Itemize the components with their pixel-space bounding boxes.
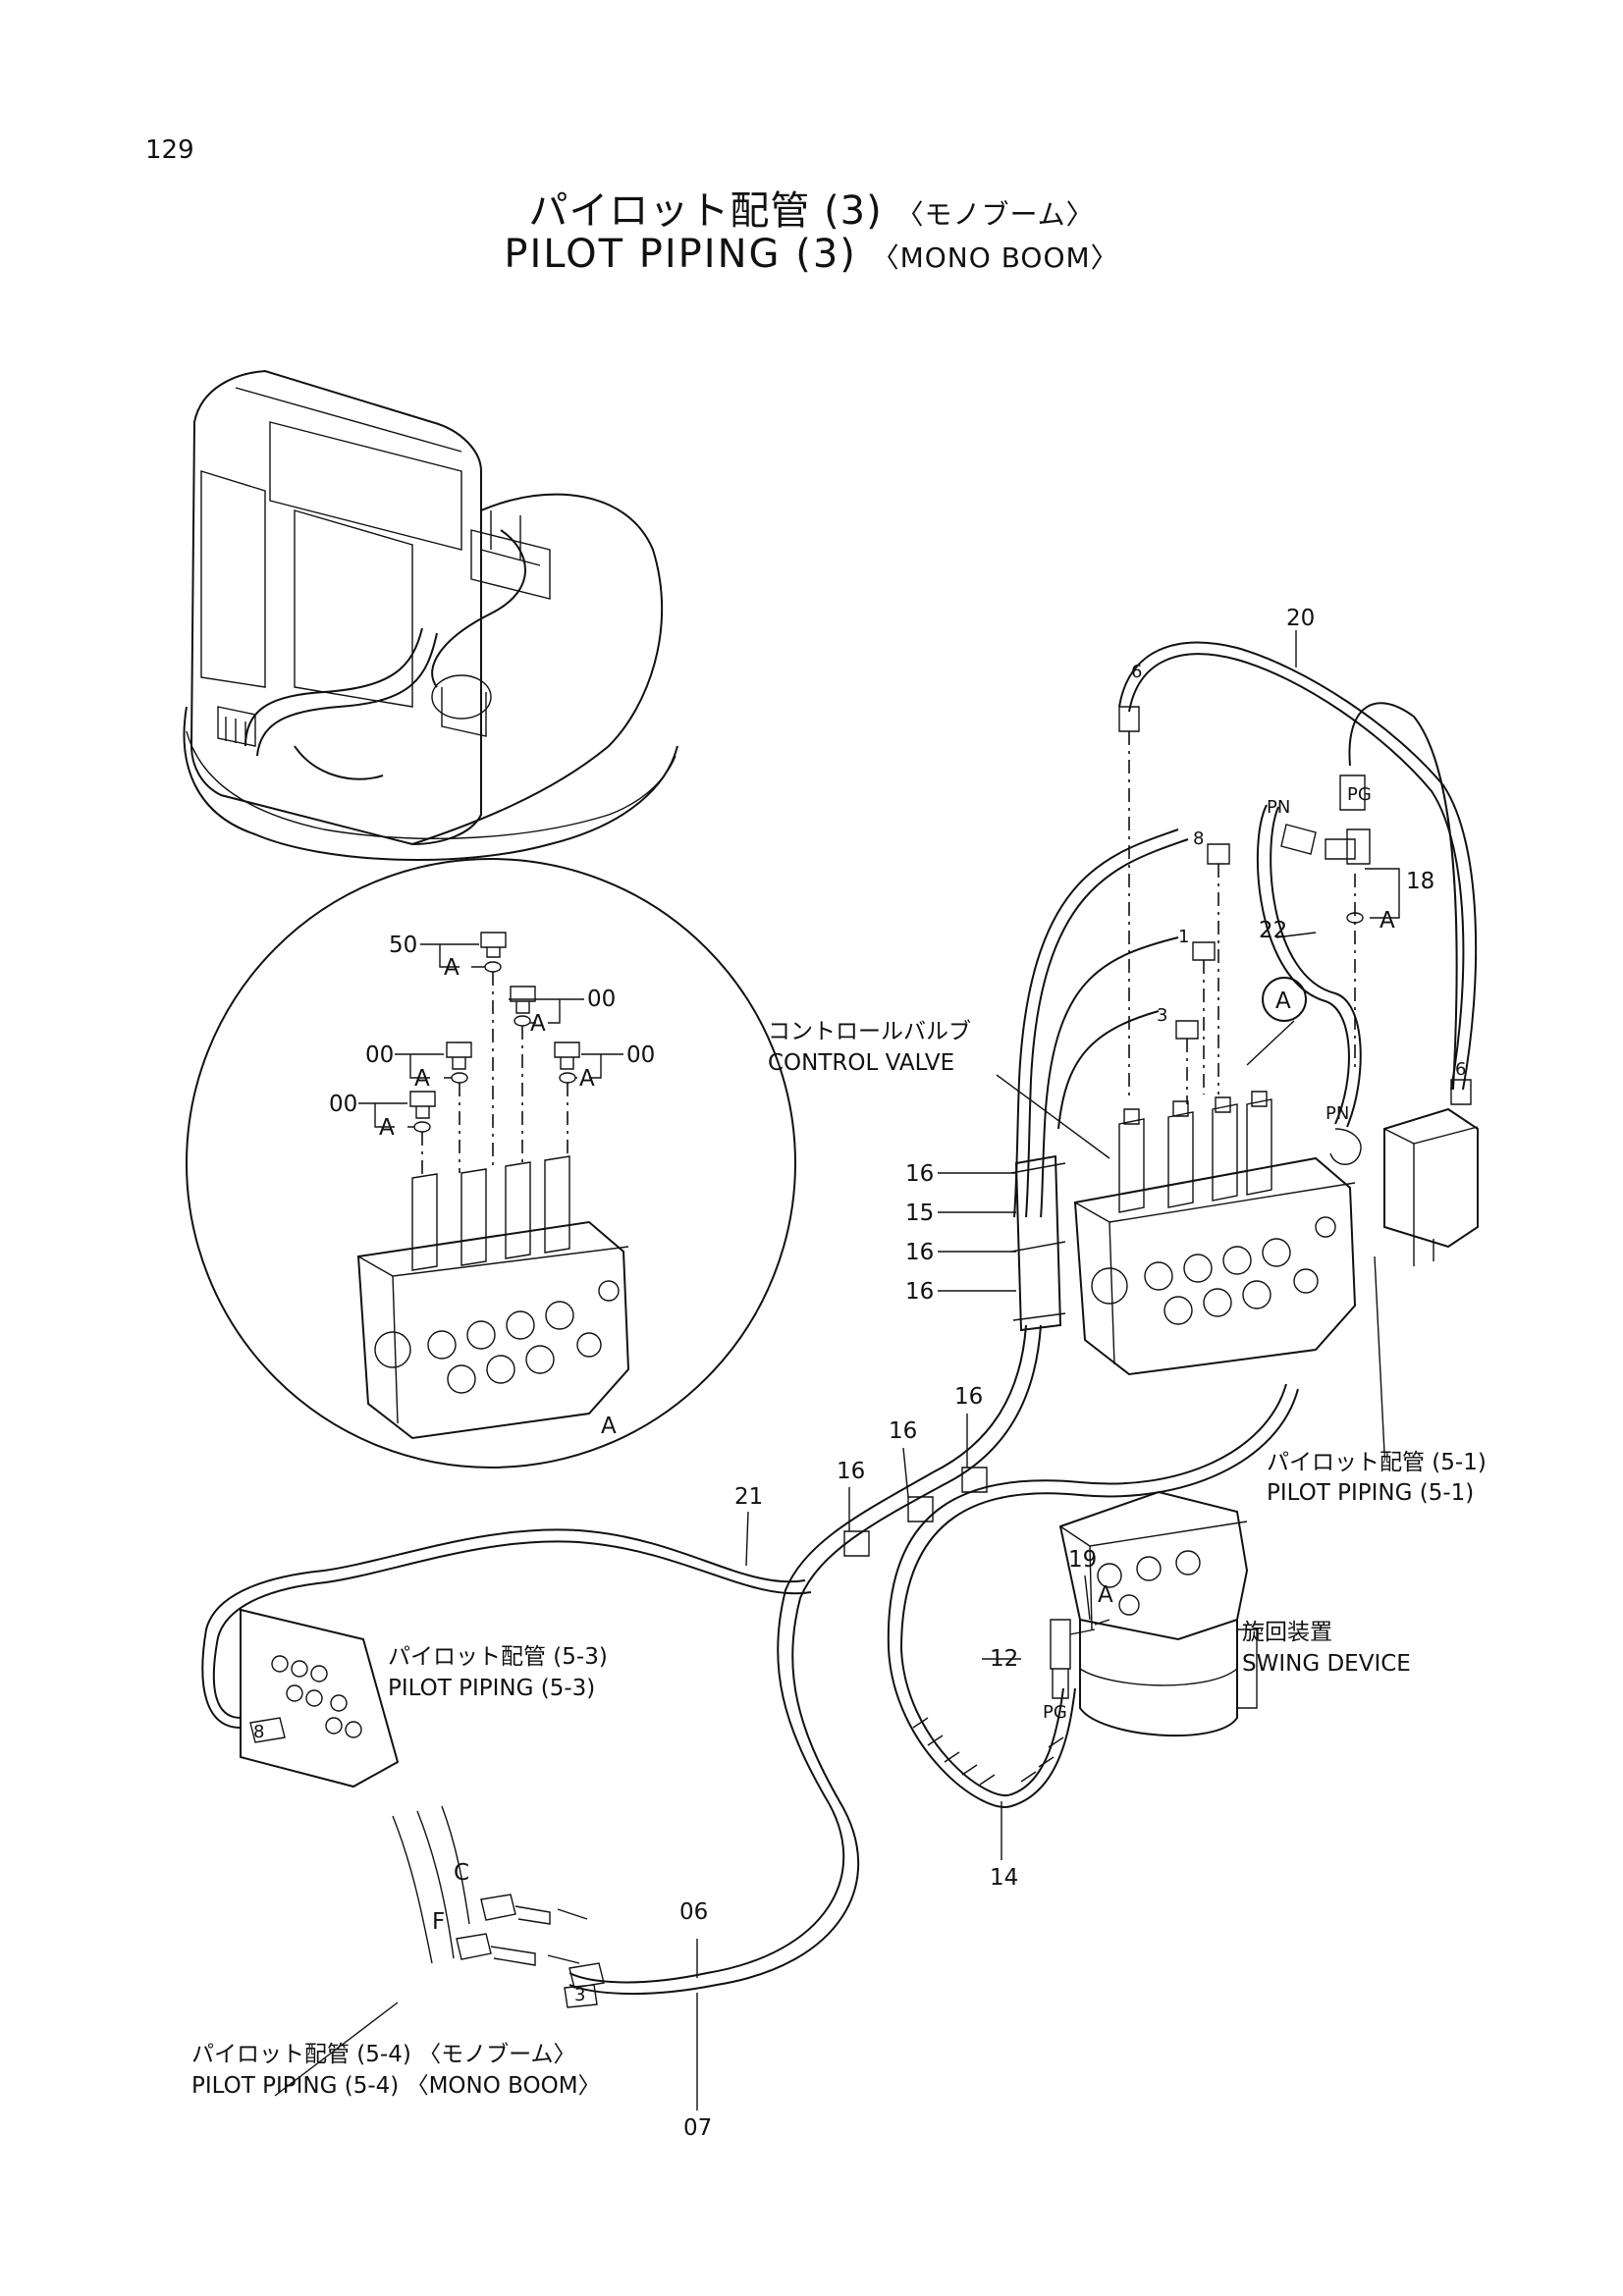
callout-19: 19 <box>1068 1547 1097 1573</box>
port-pn-top: PN <box>1267 797 1290 818</box>
callout-21: 21 <box>734 1484 763 1510</box>
callout-16-e: 16 <box>889 1418 917 1444</box>
detail-a-view: 50 A 00 A 00 A 00 A 00 A A <box>186 858 796 1468</box>
callout-22: 22 <box>1259 918 1287 943</box>
callout-07: 07 <box>683 2115 712 2141</box>
hose-mark-3-bottom: 3 <box>574 1985 585 2005</box>
callout-16-b: 16 <box>905 1240 934 1265</box>
control-valve-label-en: CONTROL VALVE <box>768 1050 954 1076</box>
port-f: F <box>432 1909 445 1935</box>
detail-a-callout-00-left-2: 00 <box>365 1042 394 1068</box>
callout-15: 15 <box>905 1201 934 1226</box>
pilot-piping-5-4-label-en: PILOT PIPING (5-4) 〈MONO BOOM〉 <box>191 2073 601 2099</box>
detail-a-oring-a-left-2: A <box>414 1066 430 1092</box>
callout-20: 20 <box>1286 606 1315 631</box>
title-en-text: PILOT PIPING (3) <box>504 232 857 277</box>
hose-routing <box>201 641 1478 1996</box>
detail-fittings <box>409 932 580 1178</box>
detail-a-reference-marker <box>1262 977 1307 1022</box>
callout-19-oring-a: A <box>1098 1582 1113 1608</box>
pilot-valve-block-right <box>1383 1107 1479 1266</box>
detail-a-oring-a-right-2: A <box>579 1066 595 1092</box>
callout-06: 06 <box>679 1899 708 1925</box>
swing-device-label-en: SWING DEVICE <box>1242 1651 1411 1677</box>
callout-leaders <box>274 630 1400 2110</box>
pilot-piping-5-3-label-jp: パイロット配管 (5-3) <box>388 1644 608 1670</box>
port-pn-side: PN <box>1325 1103 1349 1124</box>
page-number: 129 <box>145 135 194 165</box>
callout-16-d: 16 <box>954 1384 983 1410</box>
pilot-piping-5-4-label-jp: パイロット配管 (5-4) 〈モノブーム〉 <box>191 2042 575 2067</box>
detail-a-reference-letter: A <box>1275 988 1291 1014</box>
callout-16-f: 16 <box>837 1459 865 1484</box>
hose-mark-8-valve: 8 <box>1193 828 1204 849</box>
detail-a-callout-50: 50 <box>389 933 417 958</box>
pilot-piping-5-1-label-jp: パイロット配管 (5-1) <box>1267 1450 1487 1475</box>
callout-18: 18 <box>1406 869 1434 894</box>
pilot-piping-5-3-label-en: PILOT PIPING (5-3) <box>388 1676 595 1701</box>
excavator-upperstructure-drawing <box>183 369 678 861</box>
hose-mark-3-valve: 3 <box>1157 1005 1167 1026</box>
page-title-en: PILOT PIPING (3) 〈MONO BOOM〉 <box>0 232 1623 277</box>
detail-a-view-label: A <box>601 1414 617 1439</box>
hose-mark-6-side: 6 <box>1455 1059 1466 1080</box>
port-c: C <box>454 1860 469 1886</box>
port-pg-swing: PG <box>1043 1702 1067 1723</box>
detail-a-oring-a-50: A <box>444 955 460 981</box>
detail-a-oring-a-left-3: A <box>379 1115 395 1141</box>
hose-mark-8-left: 8 <box>253 1722 264 1742</box>
hose-mark-1-valve: 1 <box>1178 927 1189 947</box>
detail-a-circle <box>186 858 796 1468</box>
page-title-jp: パイロット配管 (3) 〈モノブーム〉 <box>0 179 1623 236</box>
swing-device-label-jp: 旋回装置 <box>1242 1620 1332 1645</box>
control-valve-drawing <box>1073 1091 1357 1376</box>
detail-a-oring-a-right-1: A <box>530 1011 546 1037</box>
detail-a-callout-00-left-3: 00 <box>329 1092 357 1117</box>
swing-device-drawing <box>1058 1490 1258 1737</box>
pilot-piping-5-3-plate <box>240 1608 400 1789</box>
callout-12: 12 <box>990 1646 1018 1672</box>
hose-fittings <box>249 706 1472 2008</box>
title-jp-subtext: 〈モノブーム〉 <box>895 198 1095 231</box>
callout-18-oring-a: A <box>1380 908 1395 934</box>
callout-16-a: 16 <box>905 1161 934 1187</box>
pilot-piping-5-1-label-en: PILOT PIPING (5-1) <box>1267 1480 1474 1506</box>
callout-14: 14 <box>990 1865 1018 1891</box>
port-pg-top: PG <box>1347 784 1372 805</box>
control-valve-label-jp: コントロールバルブ <box>768 1019 971 1044</box>
callout-16-c: 16 <box>905 1279 934 1305</box>
hose-mark-6-top: 6 <box>1131 662 1142 682</box>
title-jp-text: パイロット配管 (3) <box>528 188 883 234</box>
title-en-subtext: 〈MONO BOOM〉 <box>871 241 1119 274</box>
detail-a-callout-00-right-2: 00 <box>626 1042 655 1068</box>
detail-a-callout-00-right-1: 00 <box>587 987 616 1012</box>
